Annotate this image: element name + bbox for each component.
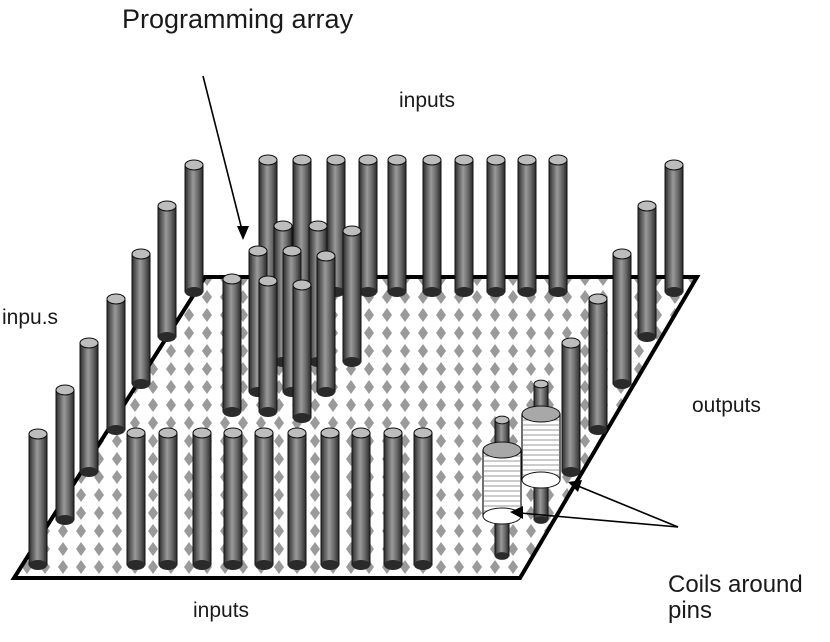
pin-group-front xyxy=(126,427,433,570)
programming-pin xyxy=(292,279,312,423)
coil-arrow-2 xyxy=(519,512,679,528)
coil-front xyxy=(482,415,522,560)
input-pin-top xyxy=(517,154,537,297)
input-pin-bottom xyxy=(223,427,243,570)
input-pin-left xyxy=(79,337,99,477)
input-pin-bottom xyxy=(287,427,307,570)
output-pin-right xyxy=(612,248,632,389)
input-pin-top xyxy=(358,154,378,297)
programming-pin xyxy=(222,273,242,417)
coil-arrowhead-1 xyxy=(568,480,582,492)
input-pin-left xyxy=(28,428,48,570)
input-pin-top xyxy=(387,154,407,297)
pin-group-back xyxy=(28,154,684,570)
output-pin-right xyxy=(664,159,684,297)
output-pin-right xyxy=(588,293,608,435)
input-pin-top xyxy=(486,154,506,297)
inputs-left-label: inpu.s xyxy=(2,306,59,329)
input-pin-bottom xyxy=(383,427,403,570)
input-pin-bottom xyxy=(320,427,340,570)
input-pin-top xyxy=(454,154,474,297)
input-pin-bottom xyxy=(413,427,433,570)
pin-group-programming xyxy=(222,220,362,423)
programming-pin xyxy=(258,275,278,417)
input-pin-bottom xyxy=(351,427,371,570)
coils-around-pins-label: Coils around pins xyxy=(668,571,803,625)
input-pin-bottom xyxy=(126,427,146,570)
programming-array-label: Programming array xyxy=(122,4,354,34)
input-pin-left xyxy=(157,200,177,342)
programming-pin xyxy=(316,250,336,397)
programming-array-arrowhead xyxy=(237,226,249,240)
coils-label-line1: Coils around xyxy=(668,571,803,598)
input-pin-top xyxy=(548,154,568,297)
input-pin-bottom xyxy=(158,427,178,570)
coil-arrow-1 xyxy=(577,485,679,528)
inputs-bottom-label: inputs xyxy=(193,599,250,622)
input-pin-left xyxy=(106,293,126,435)
input-pin-left xyxy=(131,248,151,389)
input-pin-top xyxy=(422,154,442,297)
input-pin-left xyxy=(184,159,204,297)
programming-pin xyxy=(342,225,362,367)
coils-label-line2: pins xyxy=(668,597,713,625)
output-pin-right xyxy=(637,200,657,342)
output-pin-right xyxy=(561,337,581,477)
input-pin-left xyxy=(55,384,75,525)
programming-array-arrow xyxy=(202,75,244,235)
inputs-top-label: inputs xyxy=(399,89,456,112)
input-pin-bottom xyxy=(254,427,274,570)
coil-group xyxy=(482,379,561,560)
coil-arrowhead-2 xyxy=(510,506,523,519)
input-pin-bottom xyxy=(192,427,212,570)
outputs-right-label: outputs xyxy=(692,394,761,417)
coil-back xyxy=(521,379,561,524)
